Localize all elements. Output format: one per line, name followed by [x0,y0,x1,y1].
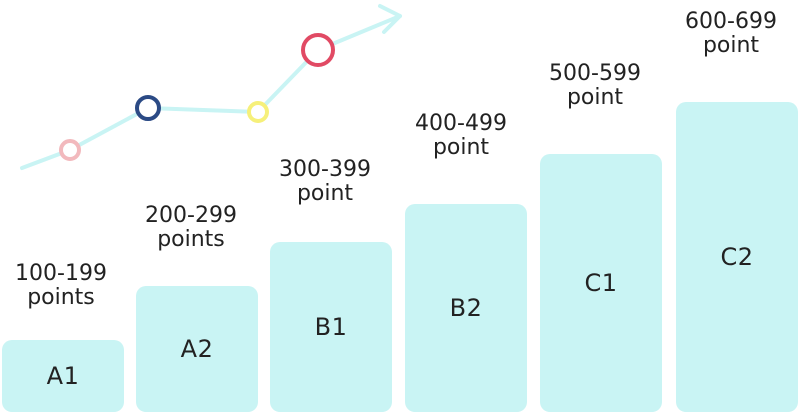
level-block-c1: C1 [540,154,662,412]
level-label: B2 [449,294,483,322]
range-unit: point [566,85,624,110]
yellow-dot-icon [247,101,269,123]
range-label-a2: 200-299 points [128,204,254,252]
range-value: 600-699 [685,9,777,34]
range-label-c1: 500-599 point [532,62,658,110]
level-label: A2 [180,335,214,363]
level-label: C2 [720,243,754,271]
level-block-b1: B1 [270,242,392,412]
range-value: 400-499 [415,111,507,136]
range-unit: points [27,285,95,310]
trend-arrowhead [378,4,402,34]
level-block-a1: A1 [2,340,124,412]
range-value: 300-399 [279,157,371,182]
level-label: B1 [314,313,348,341]
range-unit: point [296,181,354,206]
range-label-a1: 100-199 points [0,262,122,310]
trend-arrow-icon [20,4,402,170]
range-value: 100-199 [15,261,107,286]
level-label: A1 [46,362,80,390]
range-label-b2: 400-499 point [398,112,524,160]
level-label: C1 [584,269,618,297]
level-block-a2: A2 [136,286,258,412]
range-value: 200-299 [145,203,237,228]
pink-dot-icon [59,139,81,161]
red-dot-icon [301,33,335,67]
range-label-c2: 600-699 point [668,10,794,58]
range-unit: point [702,33,760,58]
range-unit: points [157,227,225,252]
range-label-b1: 300-399 point [262,158,388,206]
navy-dot-icon [135,95,161,121]
level-block-b2: B2 [405,204,527,412]
range-value: 500-599 [549,61,641,86]
range-unit: point [432,135,490,160]
level-block-c2: C2 [676,102,798,412]
